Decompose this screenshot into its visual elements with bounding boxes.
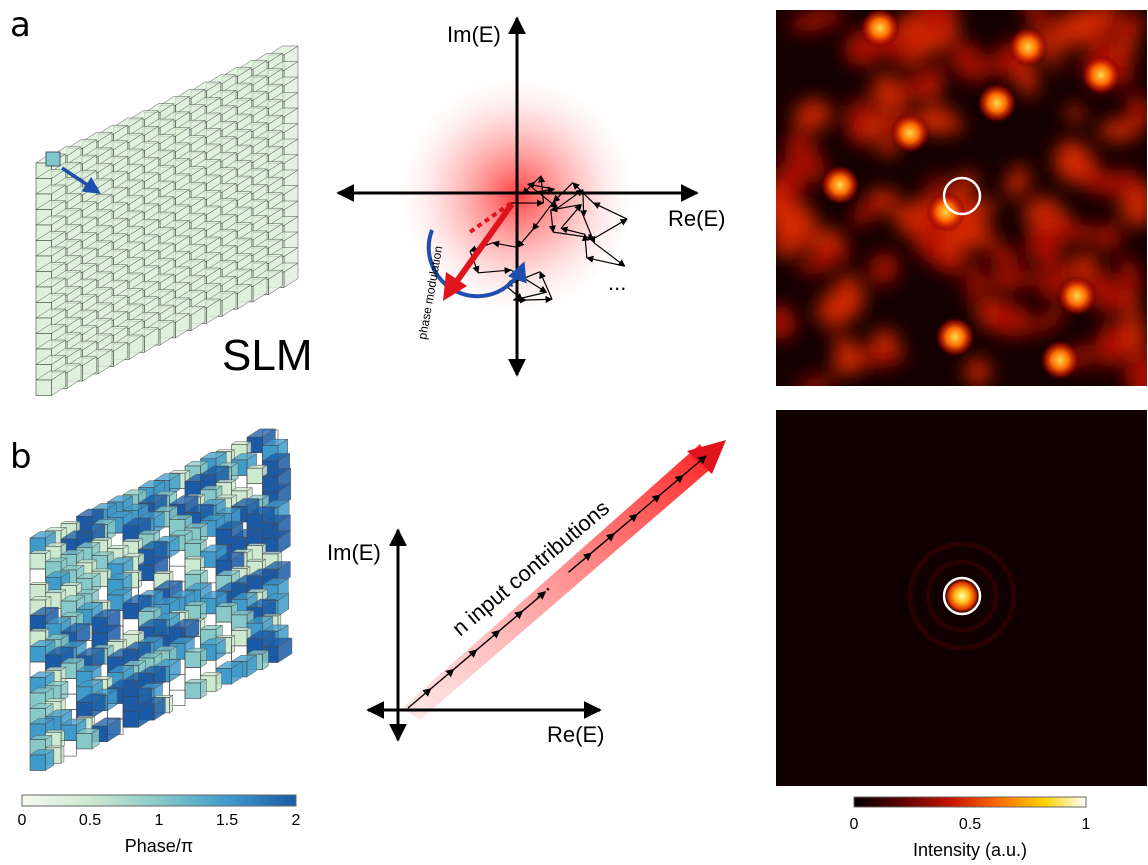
speckle-grain	[1008, 27, 1048, 67]
slm-pixel	[35, 308, 67, 334]
slm-grid-uniform	[35, 45, 299, 396]
slm-pixel	[35, 370, 67, 396]
phasor-step	[505, 285, 523, 301]
phase-tick-2: 2	[291, 812, 301, 829]
slm-pixel	[184, 678, 208, 699]
phase-tick-1-5: 1.5	[215, 812, 239, 829]
modulated-phasor-arrow	[449, 202, 515, 290]
phasor-step	[557, 189, 584, 209]
phase-tick-0: 0	[17, 812, 27, 829]
speckle-image	[776, 10, 1147, 386]
contribution-arrow	[682, 455, 707, 476]
speckle-grain	[890, 113, 930, 153]
phasor-step	[581, 233, 590, 258]
slm-pixel-arrow	[61, 166, 101, 194]
re-label-a: Re(E)	[668, 206, 725, 231]
phasor-step	[579, 189, 588, 218]
contribution-arrow	[636, 494, 661, 515]
phasor-step	[548, 209, 557, 233]
contribution-arrow	[522, 591, 547, 612]
speckle-grain	[1040, 340, 1080, 380]
phasor-step	[532, 201, 554, 231]
aligned-arrows	[407, 455, 707, 709]
intensity-colorbar	[853, 796, 1087, 808]
walk-dots-a: ...	[608, 270, 626, 295]
phasor-step	[478, 266, 512, 275]
contribution-band	[402, 444, 714, 720]
slm-pixel	[184, 601, 208, 622]
phasor-step	[592, 202, 628, 220]
speckle-grain	[820, 165, 860, 205]
phase-modulation-arc	[426, 229, 527, 299]
slm-active-pixel	[45, 151, 61, 167]
phase-tick-1: 1	[154, 812, 164, 829]
phasor-step	[516, 229, 533, 248]
phasor-step	[522, 186, 556, 195]
focus-spot	[943, 577, 981, 615]
phasor-step	[527, 183, 559, 209]
contribution-arrow	[430, 668, 455, 690]
im-label-a: Im(E)	[447, 22, 501, 47]
phasor-step	[527, 181, 555, 190]
speckle-grain	[935, 317, 975, 357]
panel-label-b: b	[10, 437, 32, 477]
phasor-step	[550, 203, 582, 213]
phasor-step	[560, 226, 586, 235]
phasor-diagram-random: ... phase modulation Im(E) Re(E)	[336, 16, 725, 377]
contribution-arrow	[659, 474, 684, 496]
phasor-step	[553, 231, 596, 241]
slm-grid-optimized	[29, 428, 293, 771]
panel-label-a: a	[10, 5, 31, 45]
phasor-step	[552, 182, 574, 203]
speckle-grain	[926, 192, 966, 232]
intensity-tick-1: 1	[1081, 816, 1091, 833]
target-circle-b	[942, 576, 982, 616]
modulated-phasor-head	[443, 272, 467, 301]
phasor-step	[572, 182, 594, 204]
speckle-grain	[1057, 276, 1097, 316]
intensity-tick-0-5: 0.5	[958, 816, 982, 833]
slm-pixel	[122, 702, 153, 728]
phasor-step	[594, 218, 628, 239]
slm-pixel	[29, 749, 55, 771]
contribution-arrow	[499, 610, 524, 631]
contribution-arrow	[613, 513, 638, 535]
phasor-diagram-aligned: ... n input contributions Im(E) Re(E)	[327, 440, 726, 747]
speckle-grain	[860, 10, 900, 48]
slm-pixel	[184, 647, 208, 668]
phase-colorbar	[21, 794, 297, 807]
contribution-arrow	[453, 649, 478, 670]
phasor-step	[586, 255, 625, 267]
contribution-arrow	[590, 532, 615, 554]
slm-pixel	[261, 530, 292, 555]
slm-pixel	[184, 473, 213, 498]
phasor-step	[560, 204, 582, 229]
phasor-step	[491, 240, 518, 248]
slm-pixel	[75, 728, 100, 750]
phasor-step	[538, 175, 546, 204]
slm-pixel	[91, 717, 122, 743]
phase-colorbar-title: Phase/π	[124, 836, 194, 856]
re-label-b: Re(E)	[547, 722, 604, 747]
phasor-step	[539, 271, 553, 300]
phasor-step	[594, 242, 626, 267]
speckle-grain	[1081, 55, 1121, 95]
slm-pixel	[246, 464, 269, 485]
intensity-tick-0: 0	[849, 816, 859, 833]
phasor-step	[526, 295, 553, 304]
intensity-colorbar-title: Intensity (a.u.)	[912, 840, 1028, 860]
contribution-arrow	[568, 552, 593, 573]
slm-label: SLM	[222, 331, 312, 380]
contribution-arrow	[476, 629, 501, 651]
focus-image	[776, 410, 1147, 786]
speckle-grain	[977, 83, 1017, 123]
target-circle-a	[942, 176, 982, 216]
contribution-arrow	[407, 688, 432, 709]
im-label-b: Im(E)	[327, 540, 381, 565]
phase-tick-0-5: 0.5	[78, 812, 102, 829]
